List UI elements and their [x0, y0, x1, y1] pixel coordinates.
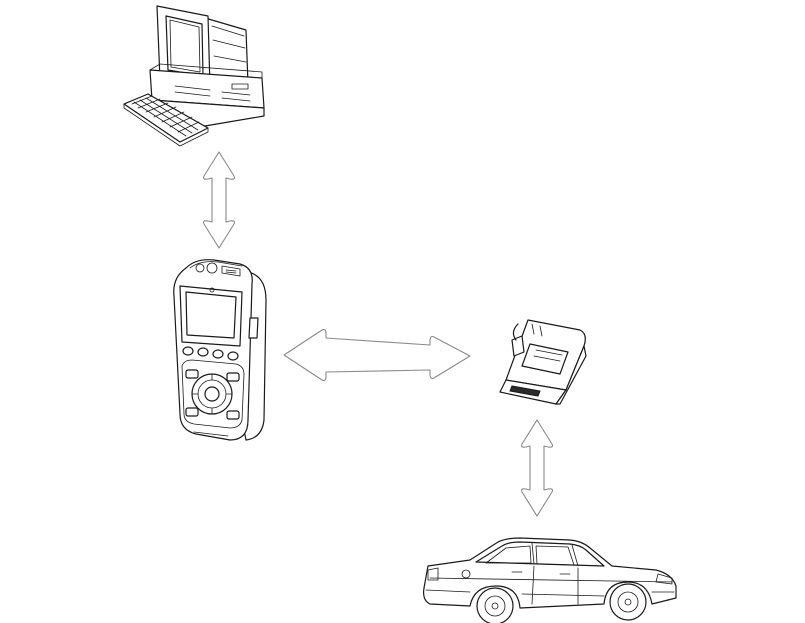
handheld-scan-tool-icon [174, 260, 266, 440]
arrow-scan-tool-adapter [284, 330, 470, 381]
arrow-adapter-vehicle [522, 420, 553, 516]
arrow-computer-scan-tool [204, 152, 235, 248]
sedan-car-icon [424, 538, 676, 623]
vehicle-interface-adapter-icon [500, 320, 586, 404]
desktop-computer-icon [124, 6, 264, 146]
